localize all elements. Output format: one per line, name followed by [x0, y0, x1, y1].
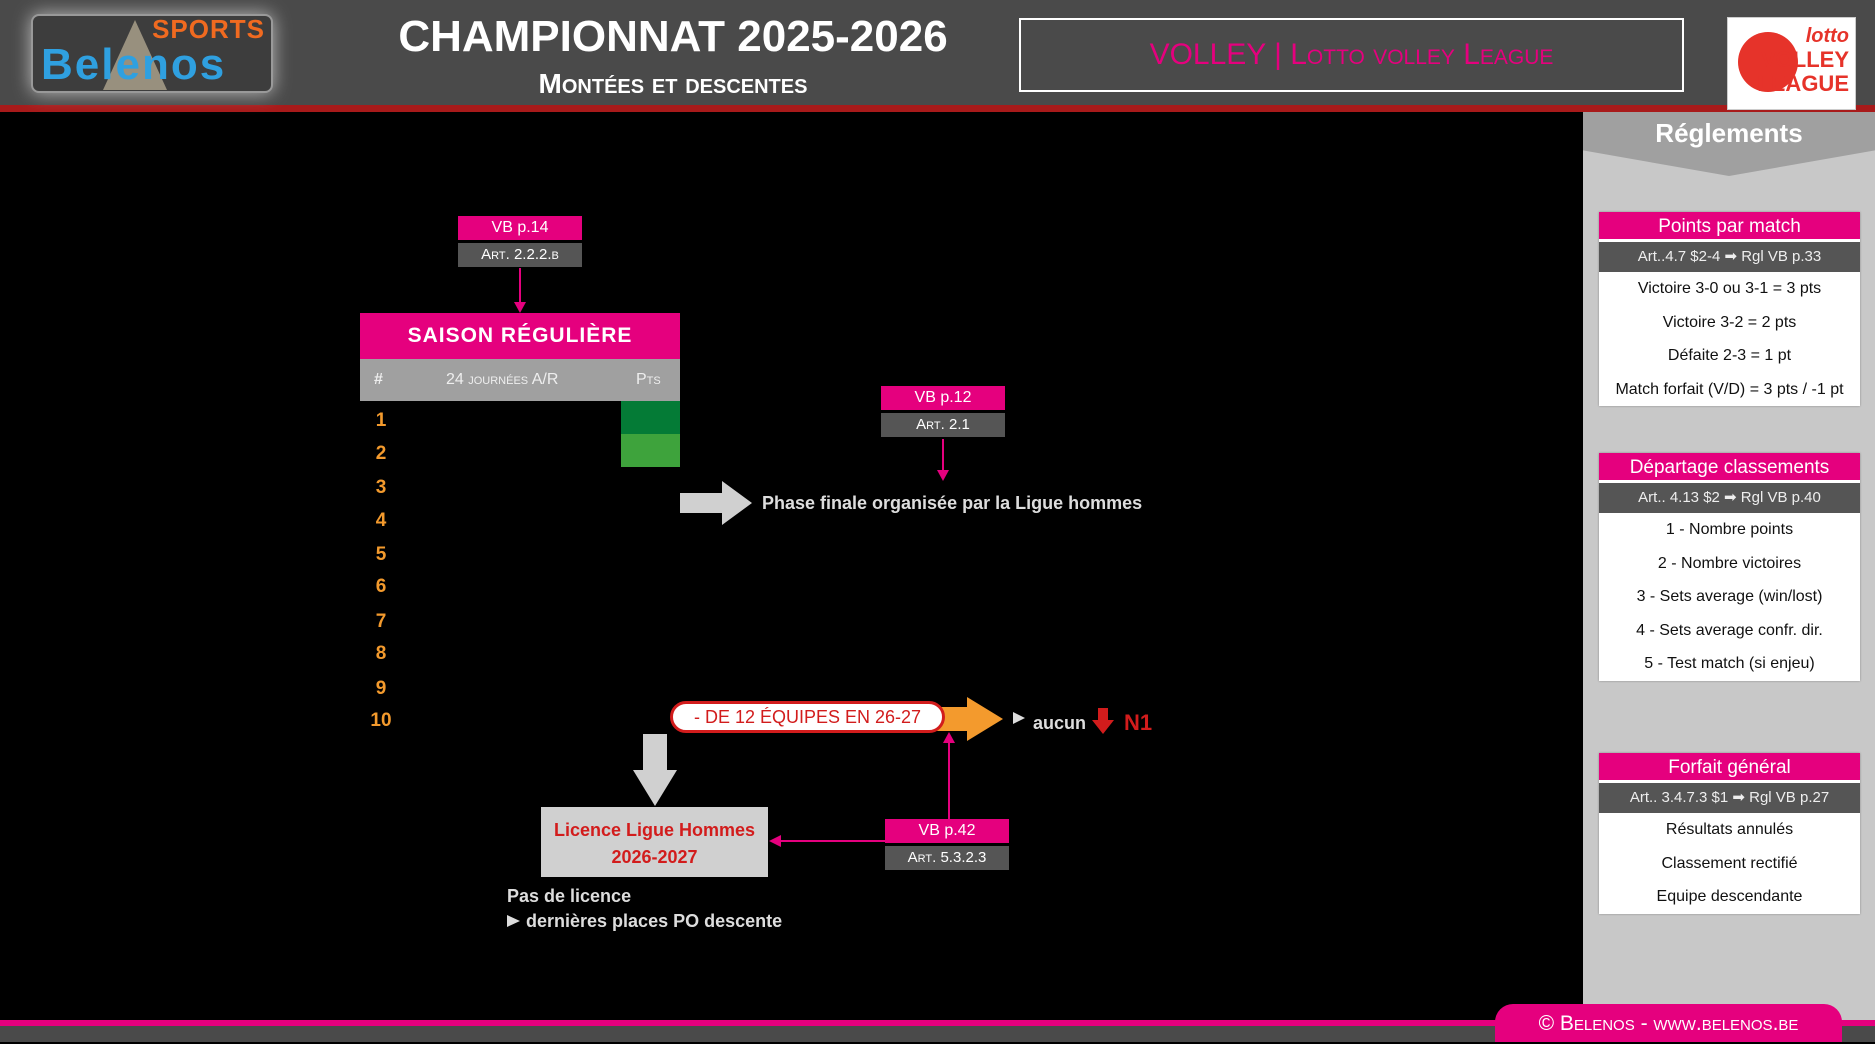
rule-card-title: Départage classements — [1599, 453, 1860, 483]
sport-label: VOLLEY | Lotto volley League — [1019, 18, 1684, 92]
rule-card-title: Forfait général — [1599, 753, 1860, 783]
rank-number: 7 — [375, 611, 387, 632]
arrow-down-icon — [937, 470, 949, 481]
rule-card-article[interactable]: Art.. 3.4.7.3 $1 ➡ Rgl VB p.27 — [1599, 783, 1860, 813]
red-arrow-down-icon — [1092, 708, 1114, 734]
logo-belenos: Belenos — [41, 40, 227, 89]
saison-header-row: # 24 journées A/R Pts — [360, 359, 680, 401]
teams-condition-pill: - DE 12 ÉQUIPES EN 26-27 — [670, 701, 945, 733]
sail-icon — [103, 20, 167, 90]
article-ref: Art. 2.2.2.b — [458, 243, 582, 267]
rank-number: 5 — [375, 544, 387, 565]
col-pts: Pts — [636, 371, 661, 388]
rank-number: 10 — [370, 710, 392, 731]
no-licence-line2: dernières places PO descente — [526, 911, 783, 931]
licence-title: Licence Ligue Hommes — [553, 820, 756, 840]
article-ref: Art. 2.1 — [881, 413, 1005, 437]
arrow-left-icon — [769, 835, 781, 847]
rule-card-title: Points par match — [1599, 212, 1860, 242]
licence-season: 2026-2027 — [611, 847, 698, 867]
vb-ref[interactable]: VB p.14 — [458, 216, 582, 240]
n1-label: N1 — [1124, 710, 1153, 735]
arrow-up-icon — [943, 732, 955, 743]
ref-tag-licence: VB p.42 Art. 5.3.2.3 — [885, 819, 1009, 870]
rank-number: 2 — [375, 443, 387, 464]
rule-item: Victoire 3-0 ou 3-1 = 3 pts — [1637, 280, 1822, 297]
logo-line: LEAGUE — [1757, 71, 1849, 96]
logo-line: VOLLEY — [1760, 47, 1849, 72]
no-licence-line1: Pas de licence — [507, 886, 632, 906]
arrow-right-icon — [1013, 712, 1025, 724]
rule-item: Victoire 3-2 = 2 pts — [1662, 313, 1797, 331]
col-days: 24 journées A/R — [446, 371, 559, 388]
rank-number: 6 — [375, 576, 387, 597]
rule-item: 5 - Test match (si enjeu) — [1644, 655, 1815, 672]
rule-item: Equipe descendante — [1656, 888, 1803, 905]
rule-item: Classement rectifié — [1661, 854, 1798, 872]
vb-ref[interactable]: VB p.42 — [885, 819, 1009, 843]
promotion-cell-2 — [621, 434, 680, 467]
rank-number: 1 — [375, 410, 387, 431]
arrow-down-icon — [514, 302, 526, 313]
footer-band — [0, 1026, 1875, 1042]
rank-number: 9 — [375, 678, 387, 699]
ref-tag-final: VB p.12 Art. 2.1 — [881, 386, 1005, 437]
belenos-logo[interactable]: SPORTS Belenos — [31, 14, 273, 93]
rule-item: Défaite 2-3 = 1 pt — [1667, 347, 1792, 364]
arrow-right-icon — [680, 481, 752, 525]
footer-line — [0, 1020, 1875, 1026]
logo-sports: SPORTS — [152, 14, 265, 44]
header-divider — [0, 105, 1875, 112]
licence-box: Licence Ligue Hommes 2026-2027 — [541, 807, 768, 877]
rule-card-article[interactable]: Art..4.7 $2-4 ➡ Rgl VB p.33 — [1599, 242, 1860, 272]
rule-item: 1 - Nombre points — [1665, 521, 1794, 538]
rank-number: 8 — [375, 643, 387, 664]
connector-line — [519, 268, 521, 304]
rule-item: 2 - Nombre victoires — [1657, 554, 1802, 572]
copyright-link[interactable]: © Belenos - www.belenos.be — [1495, 1004, 1842, 1042]
gray-arrow-down-icon — [633, 734, 677, 806]
connector-line — [942, 439, 944, 471]
connector-line — [780, 840, 885, 842]
phase-finale-text: Phase finale organisée par la Ligue homm… — [762, 493, 1143, 513]
col-rank: # — [374, 371, 383, 388]
rule-item: Match forfait (V/D) = 3 pts / -1 pt — [1615, 380, 1844, 398]
logo-line: lotto — [1805, 25, 1849, 47]
rule-item: 3 - Sets average (win/lost) — [1636, 588, 1823, 605]
connector-line — [948, 743, 950, 819]
ball-icon — [1738, 32, 1798, 92]
vb-ref[interactable]: VB p.12 — [881, 386, 1005, 410]
ref-tag-saison: VB p.14 Art. 2.2.2.b — [458, 216, 582, 267]
promotion-cell-1 — [621, 401, 680, 434]
rule-item: Résultats annulés — [1665, 821, 1794, 838]
rank-number: 4 — [375, 510, 387, 531]
article-ref: Art. 5.3.2.3 — [885, 846, 1009, 870]
arrow-right-icon — [507, 915, 520, 927]
saison-title: SAISON RÉGULIÈRE — [360, 313, 680, 359]
rank-number: 3 — [375, 477, 387, 498]
sidebar-title: Réglements — [1655, 118, 1803, 148]
rule-card-article[interactable]: Art.. 4.13 $2 ➡ Rgl VB p.40 — [1599, 483, 1860, 513]
page-title: CHAMPIONNAT 2025-2026 — [398, 12, 948, 61]
rule-item: 4 - Sets average confr. dir. — [1636, 621, 1823, 639]
aucun-text: aucun — [1033, 713, 1087, 733]
page-subtitle: Montées et descentes — [538, 68, 808, 99]
orange-arrow-icon — [925, 697, 1003, 741]
